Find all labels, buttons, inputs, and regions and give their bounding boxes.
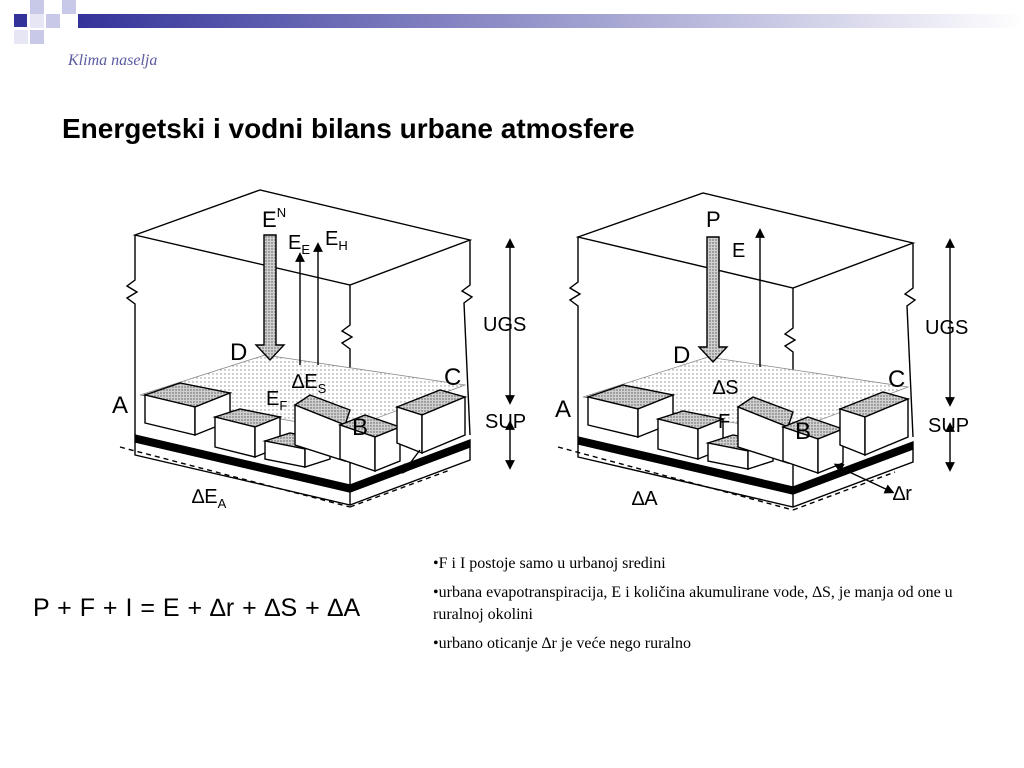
svg-text:C: C (444, 364, 461, 391)
energy-balance-diagram (119, 189, 515, 508)
svg-text:C: C (888, 366, 905, 393)
bullet-item: urbano oticanje ∆r je veće nego ruralno (433, 633, 973, 655)
water-balance-labels: P E D A B C ∆S F ∆A ∆r UGS SUP (555, 207, 969, 510)
header-decoration (14, 0, 1024, 44)
svg-text:D: D (673, 342, 690, 369)
section-label: Klima naselja (68, 52, 158, 69)
bullet-item: F i I postoje samo u urbanoj sredini (433, 553, 973, 575)
water-balance-diagram (557, 192, 955, 511)
bullet-item: urbana evapotranspiracija, E i količina … (433, 582, 973, 626)
svg-text:F: F (718, 411, 730, 433)
energy-balance-labels: EN EE EH D A B C ∆ES EF ∆EA UGS SUP (112, 205, 526, 511)
svg-text:SUP: SUP (928, 415, 969, 437)
svg-text:E: E (732, 240, 745, 262)
svg-text:B: B (352, 414, 368, 441)
svg-text:∆ES: ∆ES (292, 371, 327, 396)
svg-text:A: A (555, 396, 571, 423)
svg-text:EF: EF (266, 388, 287, 413)
svg-text:B: B (795, 418, 811, 445)
svg-text:∆S: ∆S (713, 377, 739, 399)
svg-text:EH: EH (325, 228, 348, 253)
svg-text:UGS: UGS (483, 314, 526, 336)
balance-equation: P + F + I = E + ∆r + ∆S + ∆A (33, 594, 361, 622)
bullet-list: F i I postoje samo u urbanoj sredini urb… (433, 553, 973, 662)
svg-text:EN: EN (262, 205, 286, 232)
svg-text:P: P (706, 207, 721, 232)
svg-text:A: A (112, 392, 128, 419)
svg-text:∆A: ∆A (632, 488, 658, 510)
svg-text:EE: EE (288, 232, 310, 257)
svg-text:D: D (230, 339, 247, 366)
svg-text:∆r: ∆r (893, 483, 912, 505)
svg-text:SUP: SUP (485, 411, 526, 433)
bilans-diagrams: EN EE EH D A B C ∆ES EF ∆EA UGS SUP (112, 189, 969, 511)
svg-text:∆EA: ∆EA (192, 486, 227, 511)
svg-text:UGS: UGS (925, 317, 968, 339)
slide-title: Energetski i vodni bilans urbane atmosfe… (62, 113, 635, 144)
